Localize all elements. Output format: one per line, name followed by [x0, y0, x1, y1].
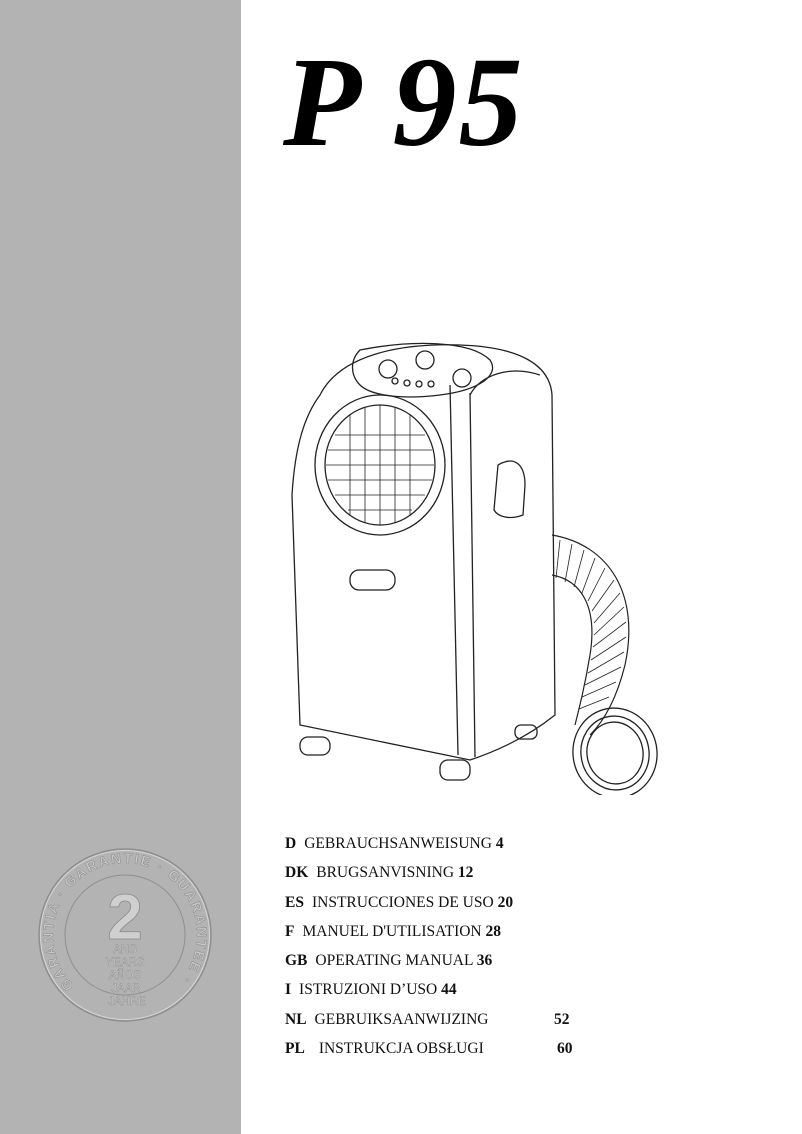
toc-lang-code: GB: [285, 952, 308, 970]
toc-lang-code: ES: [285, 893, 304, 911]
toc-item[interactable]: DK BRUGSANVISNING 12: [285, 864, 513, 893]
seal-line: AÑOS: [109, 969, 142, 982]
toc-page: 52: [554, 1010, 570, 1028]
toc-item[interactable]: GB OPERATING MANUAL 36: [285, 952, 513, 981]
air-conditioner-illustration: [291, 342, 658, 795]
page-title: P 95: [283, 31, 525, 173]
toc-page: 20: [497, 893, 514, 911]
toc-label: ISTRUZIONI D’USO: [299, 981, 438, 999]
toc-lang-code: PL: [285, 1040, 305, 1058]
toc-lang-code: NL: [285, 1010, 307, 1028]
seal-line: JAHRE: [108, 996, 146, 1008]
toc-label: MANUEL D'UTILISATION: [302, 922, 482, 940]
toc-label: GEBRUIKSAANWIJZING: [314, 1010, 489, 1028]
seal-number: 2: [107, 881, 143, 953]
toc-item[interactable]: D GEBRAUCHSANWEISUNG 4: [285, 835, 513, 864]
toc-page: 28: [485, 922, 502, 940]
toc-page: 4: [495, 835, 504, 852]
seal-line: JAAR: [111, 983, 140, 995]
seal-line: ANS: [113, 944, 137, 956]
toc-item[interactable]: I ISTRUZIONI D’USO 44: [285, 981, 513, 1010]
toc-label: BRUGSANVISNING: [316, 864, 455, 882]
toc-page: 44: [441, 981, 457, 999]
toc-page: 60: [557, 1040, 573, 1058]
toc-lang-code: I: [285, 981, 292, 999]
toc-label: INSTRUKCJA OBSŁUGI: [318, 1040, 484, 1058]
language-contents-list: D GEBRAUCHSANWEISUNG 4 DK BRUGSANVISNING 1…: [285, 835, 573, 1069]
toc-page: 36: [476, 952, 493, 970]
seal-line: YEARS: [106, 957, 145, 969]
toc-lang-code: DK: [285, 864, 309, 882]
toc-label: GEBRAUCHSANWEISUNG: [304, 835, 492, 852]
toc-item[interactable]: NL GEBRUIKSAANWIJZING 52: [285, 1010, 570, 1040]
toc-item[interactable]: ES INSTRUCCIONES DE USO 20: [285, 894, 513, 923]
guarantee-seal: GARANTIA · GARANTIE · GUARANTEE · 2 ANS …: [38, 848, 212, 1022]
toc-label: INSTRUCCIONES DE USO: [311, 893, 494, 911]
toc-item[interactable]: F MANUEL D'UTILISATION 28: [285, 923, 513, 952]
toc-lang-code: D: [285, 835, 297, 852]
toc-label: OPERATING MANUAL: [315, 952, 473, 970]
toc-item[interactable]: PL INSTRUKCJA OBSŁUGI 60: [285, 1040, 573, 1069]
toc-lang-code: F: [285, 922, 295, 940]
toc-page: 12: [457, 864, 474, 882]
